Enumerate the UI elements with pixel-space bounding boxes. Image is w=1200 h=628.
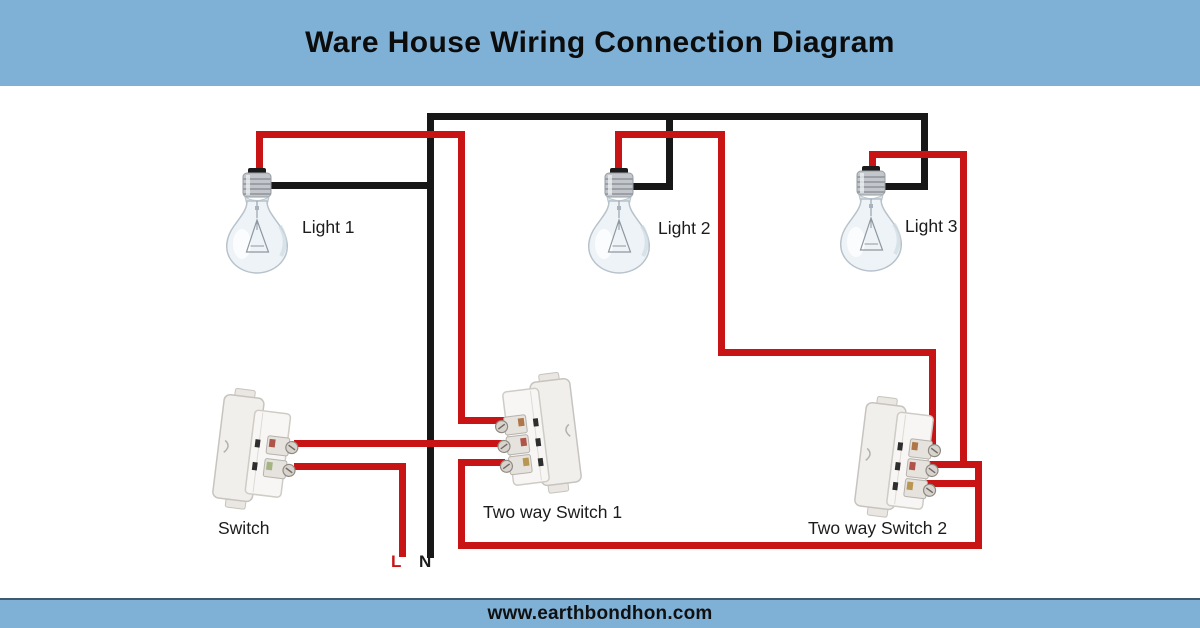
wire-twoway2-top-drop — [929, 349, 936, 447]
wire-light1-drop — [256, 131, 263, 177]
neutral-terminal-label: N — [419, 552, 432, 571]
wire-twoway2-bottom-stub — [926, 480, 982, 487]
wire-light2-riser — [718, 131, 725, 356]
wire-twoway2-middle-stub — [926, 461, 982, 468]
wire-twoway1-top-stub — [458, 417, 505, 424]
switch-two-way-1 — [490, 370, 590, 502]
wire-neutral-light3-branch — [884, 183, 928, 190]
two-way-switch2-label: Two way Switch 2 — [808, 518, 948, 538]
wire-twoway1-bottom-stub — [458, 459, 505, 466]
wire-twoway1-bottom-drop — [458, 459, 465, 549]
wire-light1-riser — [458, 131, 465, 424]
wire-neutral-top-run — [427, 113, 928, 120]
wire-light2-drop — [615, 131, 622, 177]
light3-label: Light 3 — [905, 216, 958, 236]
switch-label: Switch — [218, 518, 270, 538]
title-banner: Ware House Wiring Connection Diagram — [0, 0, 1200, 86]
wire-light3-drop — [869, 151, 876, 178]
light-bulb-3 — [833, 166, 909, 272]
wire-switch-to-twoway1-common — [294, 440, 505, 447]
website-url: www.earthbondhon.com — [487, 603, 713, 624]
light1-label: Light 1 — [302, 217, 355, 237]
wire-neutral-light2-branch — [632, 183, 673, 190]
wire-neutral-riser — [427, 113, 434, 558]
wire-light2-mid-run — [718, 349, 936, 356]
wire-light2-top-run — [615, 131, 725, 138]
wire-light1-top-run — [256, 131, 465, 138]
switch-two-way-2 — [846, 394, 946, 526]
light-bulb-2 — [581, 168, 657, 274]
switch-single — [204, 386, 304, 518]
wire-neutral-light1-branch — [268, 182, 434, 189]
live-terminal-label: L — [391, 552, 402, 571]
wire-live-feed-to-switch — [294, 463, 406, 470]
wire-light3-riser — [960, 151, 967, 468]
light-bulb-1 — [219, 168, 295, 274]
wire-traveler-bottom-run — [458, 542, 982, 549]
two-way-switch1-label: Two way Switch 1 — [483, 502, 623, 522]
wire-neutral-light2-drop — [666, 113, 673, 190]
wire-twoway2-bottom-riser — [975, 463, 982, 549]
footer-banner: www.earthbondhon.com — [0, 598, 1200, 628]
light2-label: Light 2 — [658, 218, 711, 238]
page-title: Ware House Wiring Connection Diagram — [305, 26, 895, 59]
wire-live-feed-riser — [399, 463, 406, 557]
wire-light3-top-run — [869, 151, 967, 158]
